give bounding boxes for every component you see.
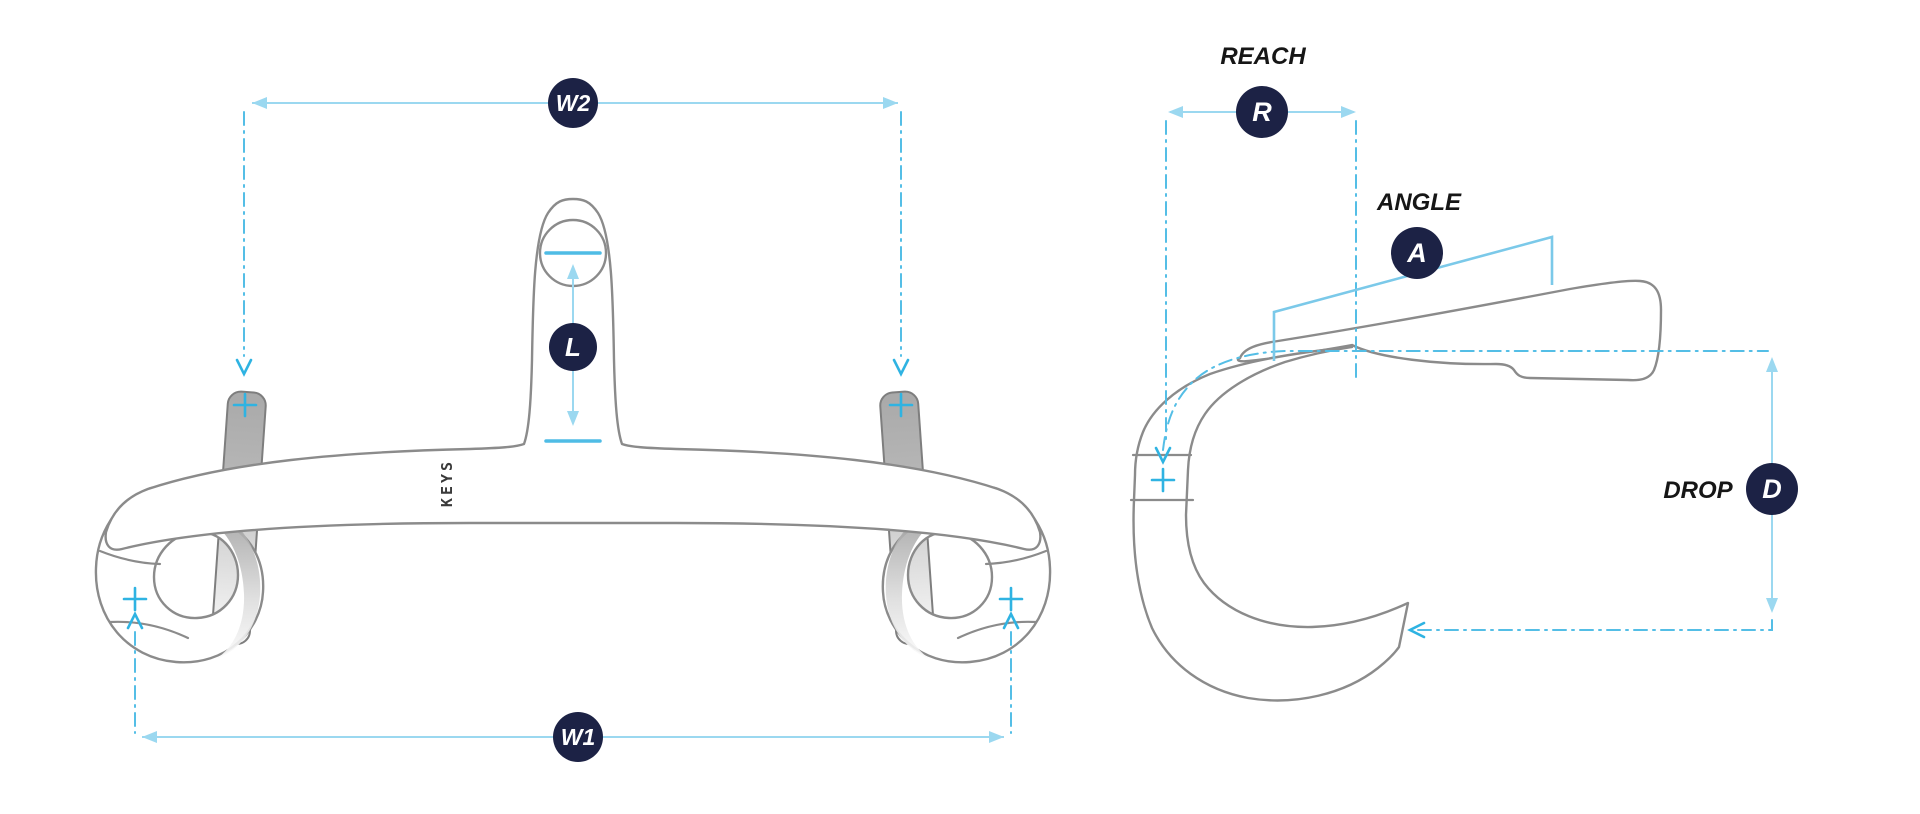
left-drop-crease-lower bbox=[108, 620, 190, 640]
right-drop-shading bbox=[885, 524, 930, 659]
l-arrow-down bbox=[567, 411, 579, 426]
w1-chevron-left bbox=[126, 611, 144, 630]
badge-w1-label: W1 bbox=[561, 724, 596, 750]
drop-arrow-up bbox=[1766, 357, 1778, 372]
drop-arrow-down bbox=[1766, 598, 1778, 613]
tops-and-drop-tube bbox=[1132, 345, 1410, 702]
cross-marker-tab-right bbox=[888, 392, 914, 418]
w2-chevron-left bbox=[235, 358, 253, 377]
badge-l-label: L bbox=[565, 332, 581, 362]
centerline-chevron-down bbox=[1154, 446, 1172, 465]
aero-top-section bbox=[1236, 279, 1663, 382]
brand-logo: KEYS bbox=[438, 459, 456, 507]
dimension-w1: W1 bbox=[122, 586, 1024, 762]
drop-extension-bottom bbox=[1415, 619, 1773, 631]
drop-chevron-left bbox=[1407, 621, 1426, 639]
dimension-reach: REACH R bbox=[1165, 43, 1357, 445]
w2-arrow-left bbox=[252, 97, 267, 109]
dimension-w2: W2 bbox=[232, 78, 914, 418]
side-view: REACH R ANGLE A D bbox=[1129, 43, 1798, 702]
front-view: KEYS W2 L bbox=[94, 78, 1052, 762]
w2-chevron-right bbox=[892, 358, 910, 377]
reach-caption: REACH bbox=[1220, 43, 1306, 70]
w2-arrow-right bbox=[883, 97, 898, 109]
left-drop-crease-upper bbox=[98, 549, 162, 566]
badge-r: R bbox=[1236, 86, 1288, 138]
badge-a: A bbox=[1391, 227, 1443, 279]
w1-chevron-right bbox=[1002, 611, 1020, 630]
badge-l: L bbox=[549, 323, 597, 371]
w1-arrow-right bbox=[989, 731, 1004, 743]
w1-arrow-left bbox=[142, 731, 157, 743]
cross-marker-drop-right bbox=[998, 586, 1024, 612]
badge-d: D bbox=[1746, 463, 1798, 515]
drop-caption: DROP bbox=[1663, 477, 1733, 504]
dimension-l: L bbox=[544, 251, 602, 443]
l-arrow-up bbox=[567, 264, 579, 279]
badge-d-label: D bbox=[1762, 474, 1782, 504]
cross-marker-clamp bbox=[1150, 467, 1176, 493]
cross-marker-tab-left bbox=[232, 392, 258, 418]
badge-a-label: A bbox=[1406, 238, 1427, 268]
dimension-drop: DROP D bbox=[1407, 357, 1798, 639]
angle-caption: ANGLE bbox=[1376, 189, 1462, 216]
reach-arrow-right bbox=[1341, 106, 1356, 118]
badge-w2-label: W2 bbox=[556, 90, 591, 116]
badge-w2: W2 bbox=[548, 78, 598, 128]
badge-r-label: R bbox=[1252, 97, 1272, 127]
dimension-angle: ANGLE A bbox=[1272, 189, 1554, 361]
left-drop-shading bbox=[216, 524, 261, 659]
cross-marker-drop-left bbox=[122, 586, 148, 612]
right-drop-crease-lower bbox=[956, 620, 1038, 640]
reach-arrow-left bbox=[1168, 106, 1183, 118]
badge-w1: W1 bbox=[553, 712, 603, 762]
right-drop-crease-upper bbox=[984, 549, 1048, 566]
